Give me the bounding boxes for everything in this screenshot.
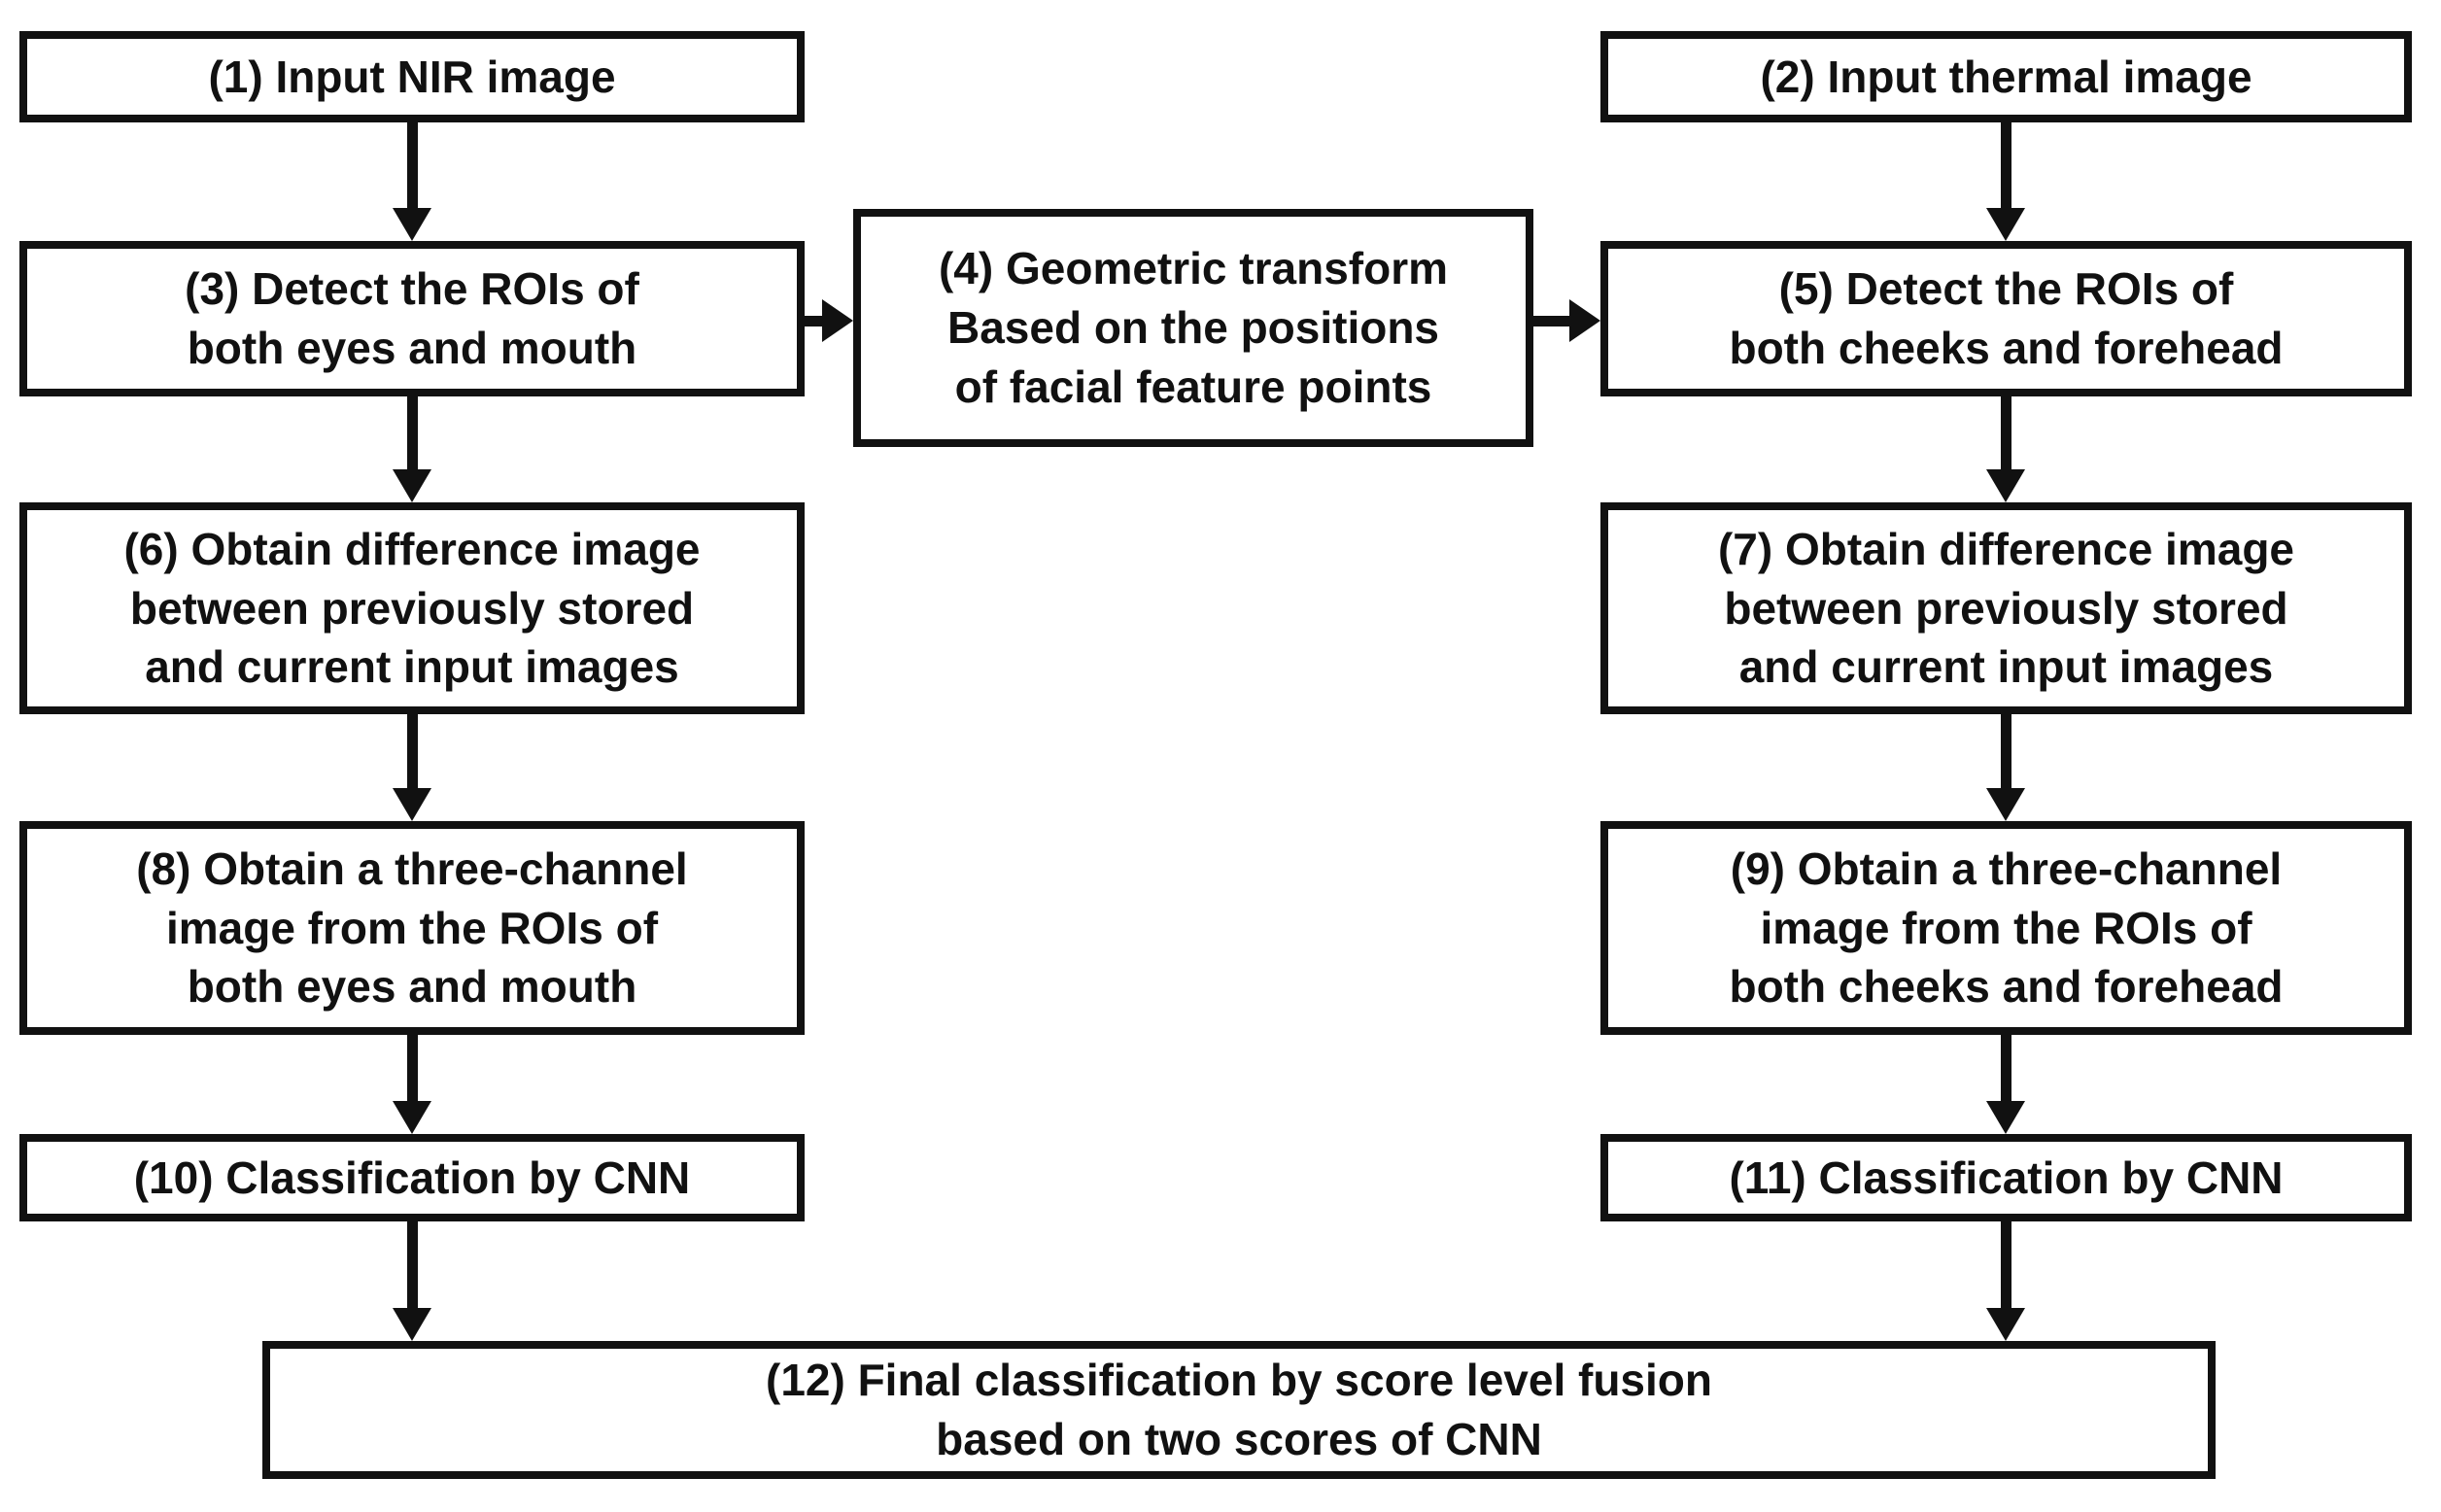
arrow-shaft: [2000, 1221, 2011, 1308]
arrow-shaft: [406, 122, 418, 208]
arrow-9-to-11: [1986, 1035, 2025, 1134]
arrow-3-to-4: [805, 299, 853, 342]
node-9-three-channel-cheeks-forehead: (9) Obtain a three-channel image from th…: [1600, 821, 2412, 1035]
arrow-6-to-8: [393, 714, 431, 821]
node-label: (10) Classification by CNN: [133, 1151, 691, 1203]
node-1-input-nir-image: (1) Input NIR image: [19, 31, 805, 122]
arrow-down-head: [393, 1308, 431, 1341]
node-label: (11) Classification by CNN: [1729, 1151, 2284, 1203]
node-label: (8) Obtain a three-channel image from th…: [136, 842, 688, 1013]
arrow-down-head: [1986, 788, 2025, 821]
arrow-right-head: [822, 299, 853, 342]
arrow-shaft: [406, 396, 418, 469]
node-3-detect-rois-eyes-mouth: (3) Detect the ROIs of both eyes and mou…: [19, 241, 805, 396]
arrow-down-head: [1986, 208, 2025, 241]
arrow-down-head: [393, 1101, 431, 1134]
arrow-down-head: [393, 788, 431, 821]
node-label: (9) Obtain a three-channel image from th…: [1729, 842, 2284, 1013]
arrow-1-to-3: [393, 122, 431, 241]
arrow-shaft: [2000, 1035, 2011, 1101]
arrow-down-head: [1986, 1308, 2025, 1341]
node-label: (6) Obtain difference image between prev…: [123, 523, 701, 693]
node-11-classification-cnn-right: (11) Classification by CNN: [1600, 1134, 2412, 1221]
node-2-input-thermal-image: (2) Input thermal image: [1600, 31, 2412, 122]
node-label: (7) Obtain difference image between prev…: [1717, 523, 2294, 693]
arrow-shaft: [805, 315, 822, 326]
node-label: (5) Detect the ROIs of both cheeks and f…: [1729, 263, 2284, 373]
arrow-4-to-5: [1533, 299, 1600, 342]
arrow-down-head: [1986, 1101, 2025, 1134]
arrow-8-to-10: [393, 1035, 431, 1134]
arrow-shaft: [2000, 396, 2011, 469]
arrow-3-to-6: [393, 396, 431, 502]
arrow-10-to-12: [393, 1221, 431, 1341]
arrow-7-to-9: [1986, 714, 2025, 821]
node-4-geometric-transform: (4) Geometric transform Based on the pos…: [853, 209, 1533, 447]
arrow-11-to-12: [1986, 1221, 2025, 1341]
arrow-2-to-5: [1986, 122, 2025, 241]
node-6-difference-image-left: (6) Obtain difference image between prev…: [19, 502, 805, 714]
node-12-final-classification: (12) Final classification by score level…: [262, 1341, 2216, 1479]
arrow-right-head: [1569, 299, 1600, 342]
node-label: (3) Detect the ROIs of both eyes and mou…: [185, 263, 639, 373]
arrow-shaft: [406, 714, 418, 788]
arrow-shaft: [1533, 315, 1569, 326]
node-label: (12) Final classification by score level…: [766, 1355, 1712, 1464]
node-8-three-channel-eyes-mouth: (8) Obtain a three-channel image from th…: [19, 821, 805, 1035]
node-10-classification-cnn-left: (10) Classification by CNN: [19, 1134, 805, 1221]
node-label: (4) Geometric transform Based on the pos…: [938, 243, 1448, 412]
arrow-shaft: [406, 1221, 418, 1308]
arrow-shaft: [2000, 714, 2011, 788]
node-label: (1) Input NIR image: [208, 51, 616, 102]
arrow-shaft: [2000, 122, 2011, 208]
arrow-shaft: [406, 1035, 418, 1101]
node-7-difference-image-right: (7) Obtain difference image between prev…: [1600, 502, 2412, 714]
arrow-down-head: [393, 208, 431, 241]
arrow-down-head: [1986, 469, 2025, 502]
arrow-down-head: [393, 469, 431, 502]
node-label: (2) Input thermal image: [1760, 51, 2252, 102]
node-5-detect-rois-cheeks-forehead: (5) Detect the ROIs of both cheeks and f…: [1600, 241, 2412, 396]
arrow-5-to-7: [1986, 396, 2025, 502]
